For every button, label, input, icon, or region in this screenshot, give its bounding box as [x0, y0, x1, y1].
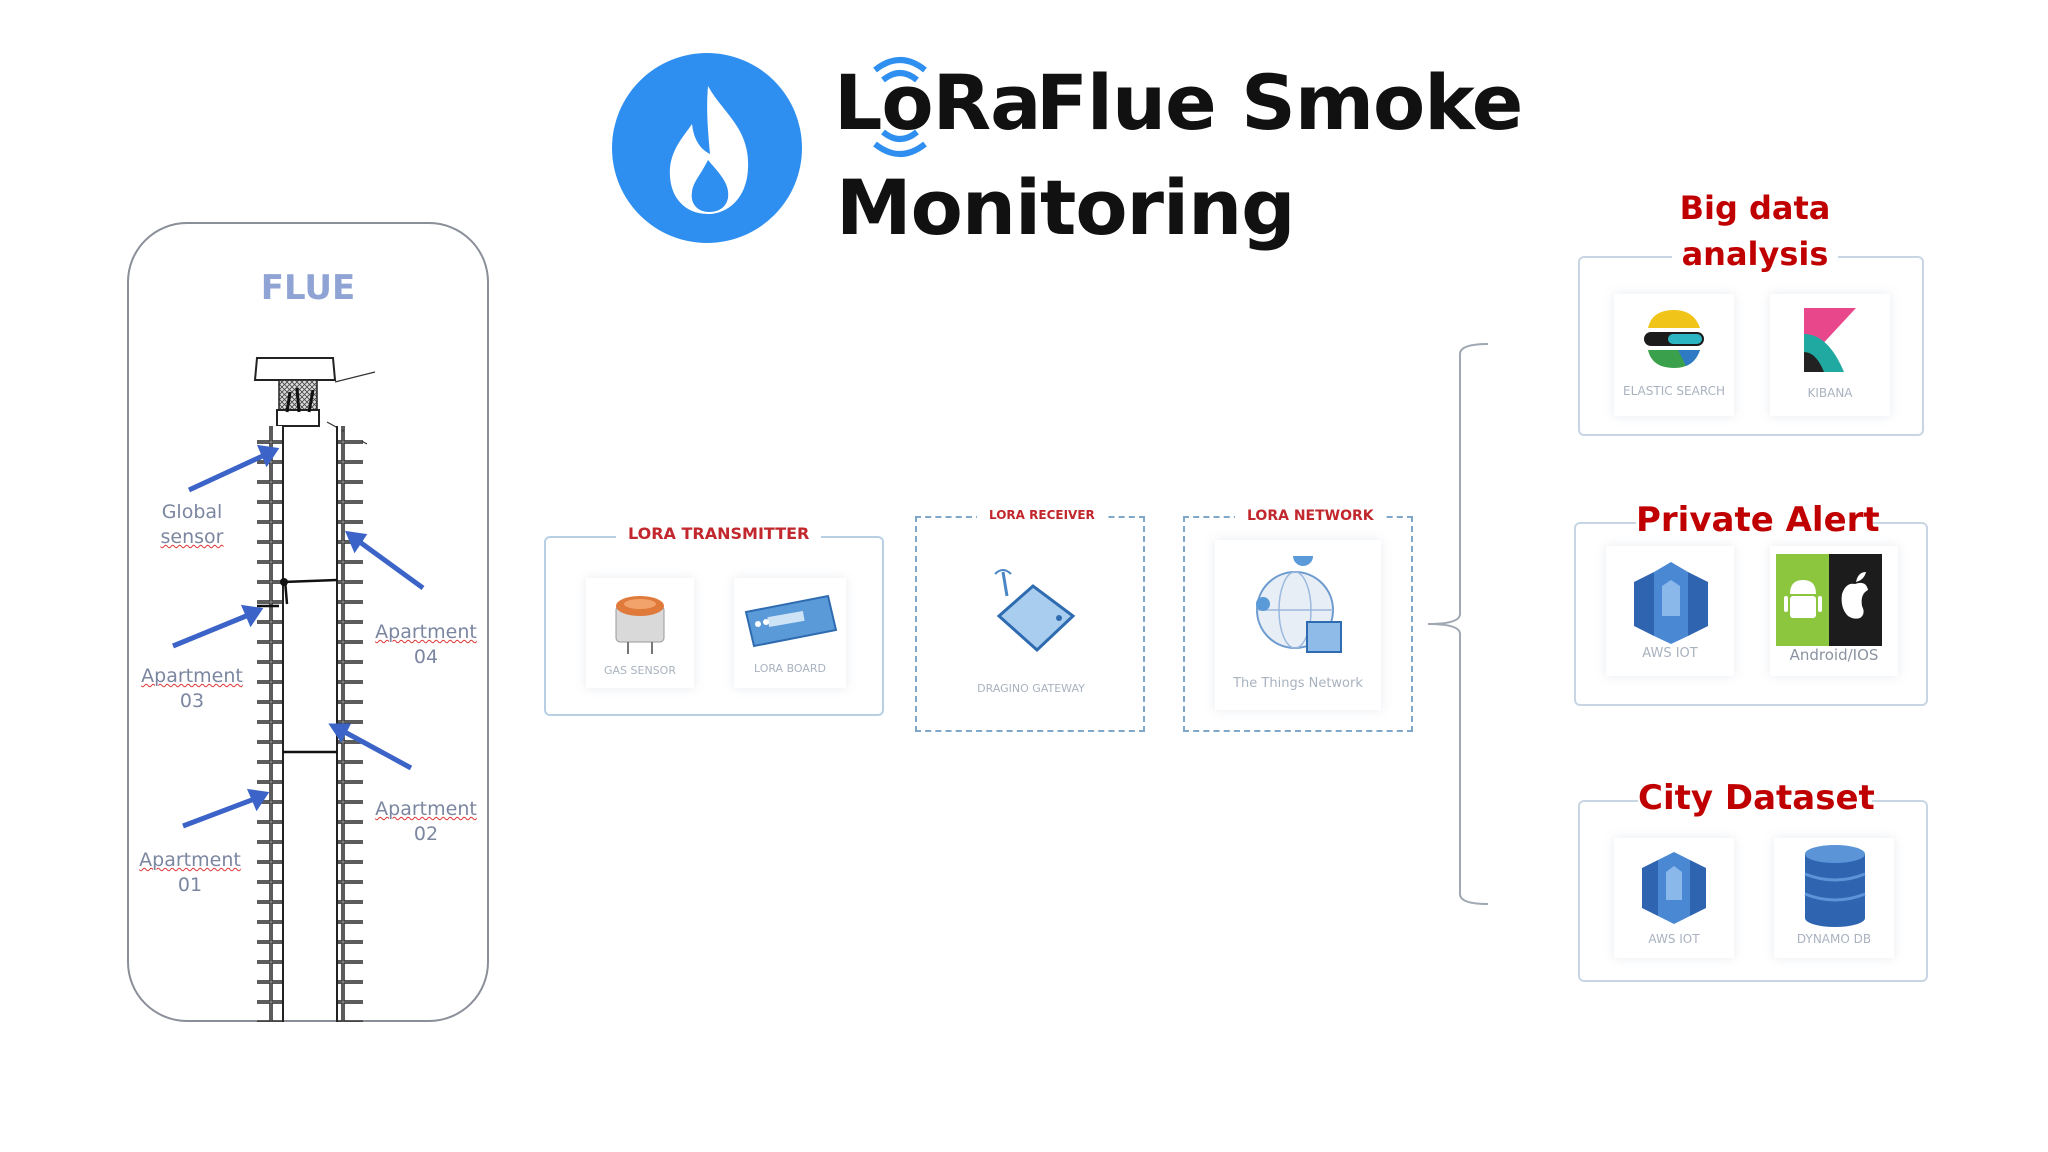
lora-receiver-box: LORA RECEIVER DRAGINO GATEWAY	[915, 508, 1145, 732]
label-apartment-02-l2: 02	[413, 823, 439, 845]
kibana-icon	[1804, 308, 1856, 372]
flue-title: FLUE	[260, 268, 356, 308]
label-apartment-03-l1: Apartment	[141, 665, 243, 687]
label-apartment-04-l1: Apartment	[375, 621, 477, 643]
title-brand: LoRa	[834, 58, 1041, 147]
globe-network-icon	[1256, 556, 1342, 653]
private-alert-title: Private Alert	[1636, 500, 1880, 540]
dynamodb-caption: DYNAMO DB	[1796, 932, 1872, 946]
chimney-diagram	[172, 357, 425, 1022]
lora-network-box: LORA NETWORK The Things Network	[1183, 508, 1413, 732]
label-global-sensor-l1: Global	[161, 501, 223, 523]
city-dataset-box: City Dataset AWS IOT DYNAMO DB	[1578, 778, 1928, 982]
gas-sensor-caption: GAS SENSOR	[604, 664, 676, 677]
android-ios-icon	[1776, 554, 1882, 646]
dynamodb-icon	[1804, 845, 1866, 927]
label-apartment-01-l1: Apartment	[139, 849, 241, 871]
flue-card: FLUE	[127, 222, 489, 1022]
city-dataset-title: City Dataset	[1638, 778, 1875, 818]
ttn-tile: The Things Network	[1215, 540, 1381, 710]
connector-bracket	[1427, 343, 1489, 905]
lora-board-tile: LORA BOARD	[734, 578, 846, 688]
wireless-signal-icon	[873, 57, 927, 157]
lora-transmitter-box: LORA TRANSMITTER GAS SENSOR LORA BOARD	[544, 524, 884, 716]
big-data-title: Big data analysis	[1630, 185, 1880, 277]
label-apartment-02-l1: Apartment	[375, 798, 477, 820]
aws-iot-city-caption: AWS IOT	[1648, 932, 1700, 946]
label-global-sensor-l2: sensor	[160, 526, 224, 548]
big-data-box: ELASTIC SEARCH KIBANA	[1578, 256, 1924, 436]
android-ios-caption: Android/IOS	[1789, 646, 1879, 664]
kibana-caption: KIBANA	[1807, 386, 1853, 400]
dynamodb-tile: DYNAMO DB	[1774, 838, 1894, 958]
aws-iot-alert-tile: AWS IOT	[1606, 546, 1734, 676]
ttn-caption: The Things Network	[1233, 676, 1363, 691]
lora-board-caption: LORA BOARD	[753, 662, 827, 675]
aws-iot-city-tile: AWS IOT	[1614, 838, 1734, 958]
label-apartment-02: Apartment 02	[370, 797, 482, 847]
gas-sensor-tile: GAS SENSOR	[586, 578, 694, 688]
flame-logo-icon	[612, 53, 802, 243]
title-line1: Flue Smoke	[1036, 58, 1523, 147]
label-apartment-03-l2: 03	[179, 690, 205, 712]
android-ios-tile: Android/IOS	[1770, 546, 1898, 676]
elastic-search-icon	[1644, 310, 1704, 368]
lora-transmitter-title: LORA TRANSMITTER	[616, 524, 822, 543]
aws-iot-icon	[1642, 852, 1706, 924]
label-apartment-01-l2: 01	[177, 874, 203, 896]
big-data-title-l2: analysis	[1671, 231, 1839, 277]
title-line2: Monitoring	[836, 163, 1296, 252]
kibana-tile: KIBANA	[1770, 294, 1890, 416]
aws-iot-icon	[1634, 562, 1708, 644]
label-apartment-03: Apartment 03	[136, 664, 248, 714]
label-apartment-01: Apartment 01	[134, 848, 246, 898]
gateway-tile: DRAGINO GATEWAY	[963, 546, 1099, 706]
gas-sensor-icon	[615, 596, 665, 654]
lora-board-icon	[744, 594, 838, 648]
gateway-icon	[994, 569, 1076, 653]
elastic-caption: ELASTIC SEARCH	[1623, 384, 1725, 398]
lora-network-title: LORA NETWORK	[1235, 508, 1386, 524]
elastic-tile: ELASTIC SEARCH	[1614, 294, 1734, 416]
private-alert-box: Private Alert AWS IOT Android/IOS	[1574, 500, 1928, 706]
aws-iot-alert-caption: AWS IOT	[1642, 646, 1698, 661]
label-global-sensor: Global sensor	[142, 500, 242, 550]
big-data-title-l1: Big data	[1679, 189, 1831, 227]
label-apartment-04-l2: 04	[413, 646, 439, 668]
gateway-caption: DRAGINO GATEWAY	[977, 682, 1085, 695]
label-apartment-04: Apartment 04	[370, 620, 482, 670]
lora-receiver-title: LORA RECEIVER	[977, 508, 1107, 522]
